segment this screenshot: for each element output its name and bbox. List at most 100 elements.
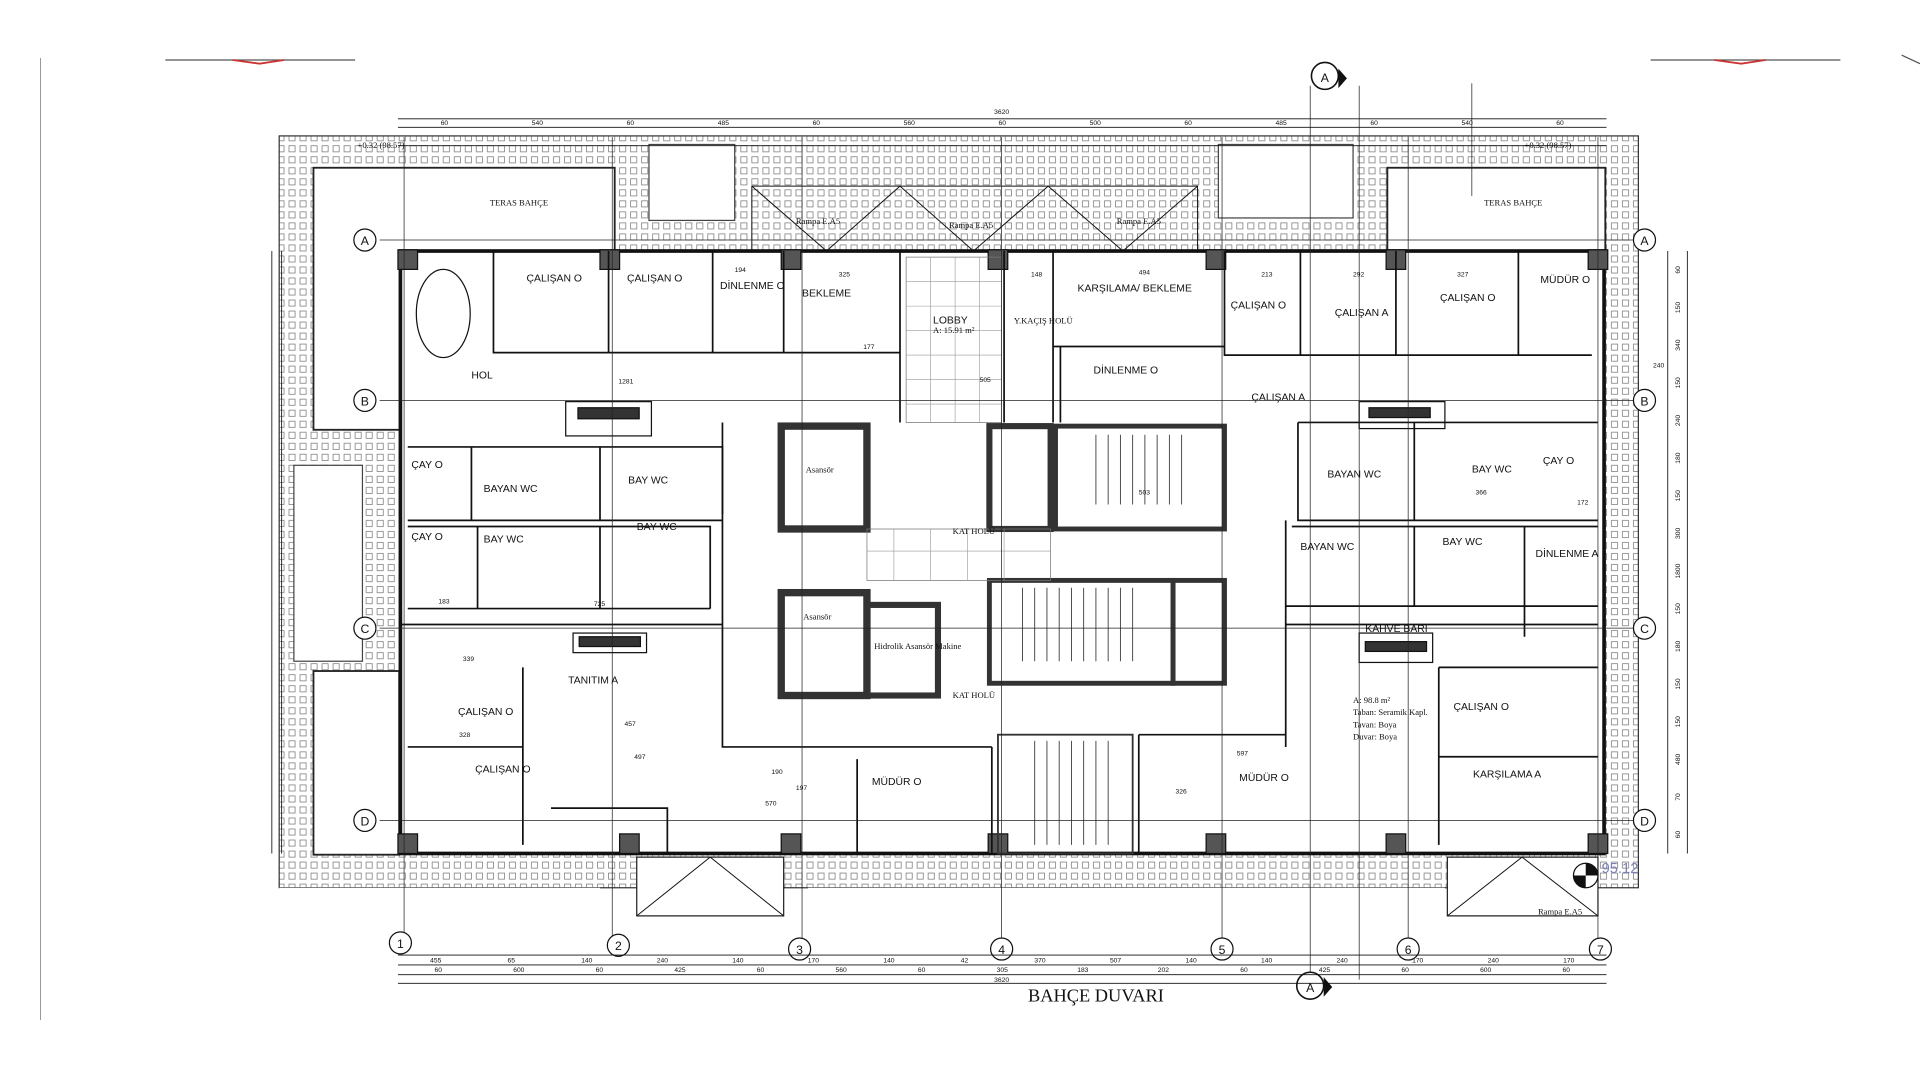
dimension-label: 150 [1675, 678, 1682, 689]
inner-dimension-label: 197 [796, 785, 807, 792]
room-bay-wc: BAY WC [628, 476, 669, 487]
room-kat-holu: KAT HOLÜ [953, 526, 995, 536]
dimension-label: 425 [1319, 967, 1330, 974]
room-karsilama-a: KARŞILAMA A [1473, 770, 1541, 781]
room-calisan-a: ÇALIŞAN A [1335, 308, 1389, 319]
room-bay-wc: BAY WC [484, 534, 525, 545]
dimension-label: 180 [1675, 641, 1682, 652]
dimension-label: 540 [532, 120, 543, 127]
room-asansor: Asansör [806, 465, 834, 475]
room-calisan-o: ÇALIŞAN O [1231, 301, 1286, 312]
room-labels: HOL ÇALIŞAN O ÇALIŞAN O DİNLENME O BEKLE… [411, 198, 1598, 917]
inner-dimension-label: 457 [624, 721, 635, 728]
dimension-label: 455 [430, 957, 441, 964]
area-note: A: 98.8 m² Taban: Seramik Kapl. Tavan: B… [1353, 695, 1428, 742]
inner-dimension-label: 240 [1653, 362, 1664, 369]
inner-dimension-label: 292 [1353, 272, 1364, 279]
area-value: A: 98.8 m² [1353, 695, 1390, 705]
room-dinlenme-o: DİNLENME O [1093, 363, 1158, 376]
room-tanitim-a: TANITIM A [568, 675, 618, 686]
dimension-label: 480 [1675, 753, 1682, 764]
inner-dimension-label: 725 [594, 601, 605, 608]
dimension-label: 202 [1158, 967, 1169, 974]
dimension-label: 60 [1401, 967, 1409, 974]
dimension-label: 60 [627, 120, 635, 127]
ceiling-finish: Tavan: Boya [1353, 719, 1397, 729]
inner-dimension-label: 497 [634, 754, 645, 761]
inner-dimension-label: 172 [1577, 499, 1588, 506]
ramp-label: Rampa E.A5 [1538, 907, 1582, 917]
dimension-label: 305 [997, 967, 1008, 974]
dimension-label: 183 [1077, 967, 1088, 974]
section-marker-top: A [1321, 71, 1330, 85]
terrace-paving [278, 135, 1639, 986]
dimension-label: 140 [732, 957, 743, 964]
dimension-label: 140 [1185, 957, 1196, 964]
meeting-table [415, 268, 471, 359]
side-dimension-labels: 6015034015024018015030018001501801501504… [1675, 266, 1682, 839]
dimension-label: 60 [1563, 967, 1571, 974]
sheet-corner-marks [165, 54, 1920, 65]
dimension-label: 540 [1461, 120, 1472, 127]
inner-dimension-label: 366 [1476, 490, 1487, 497]
dimension-label: 600 [1480, 967, 1491, 974]
grid-row-d-right: D [1640, 814, 1649, 828]
ramp-label: Rampa E.A5 [1117, 216, 1161, 226]
room-bay-wc: BAY WC [1442, 537, 1483, 548]
room-bayan-wc: BAYAN WC [1300, 542, 1354, 553]
inner-dimension-label: 570 [765, 801, 776, 808]
dimension-label: 150 [1675, 716, 1682, 727]
floor-finish: Taban: Seramik Kapl. [1353, 707, 1428, 717]
dimension-label: 240 [1488, 957, 1499, 964]
room-mudur-o: MÜDÜR O [872, 776, 922, 788]
dimension-label: 485 [1276, 120, 1287, 127]
dimension-label: 140 [581, 957, 592, 964]
grid-bubbles: A B C D A B C D 1 2 3 4 5 6 7 [353, 228, 1657, 961]
room-kahve-bari: KAHVE BARI [1365, 624, 1427, 635]
dimension-label: 170 [1563, 957, 1574, 964]
dimension-label: 560 [835, 967, 846, 974]
room-calisan-o: ÇALIŞAN O [627, 274, 682, 285]
room-karsilama-bekleme: KARŞILAMA/ BEKLEME [1078, 283, 1192, 294]
grid-col-4: 4 [998, 943, 1005, 957]
room-teras: TERAS BAHÇE [1484, 198, 1542, 208]
dimension-label: 300 [1675, 528, 1682, 539]
inner-dimension-label: 494 [1139, 269, 1150, 276]
dimension-label: 150 [1675, 490, 1682, 501]
spot-level: 95.12 [1602, 861, 1639, 877]
inner-dimension-label: 177 [863, 344, 874, 351]
dimension-label: 42 [961, 957, 969, 964]
drawing-title: BAHÇE DUVARI [1028, 986, 1164, 1006]
dimension-label: 370 [1034, 957, 1045, 964]
ramp-label: Rampa E.A5 [796, 216, 840, 226]
wall-finish: Duvar: Boya [1353, 732, 1397, 742]
room-lobby: LOBBY [933, 315, 968, 326]
dimension-label: 140 [883, 957, 894, 964]
room-cay-o: ÇAY O [1543, 456, 1574, 467]
room-cay-o: ÇAY O [411, 460, 442, 471]
grid-row-d-left: D [360, 814, 369, 828]
room-lobby-area: A: 15.91 m² [933, 325, 975, 335]
grid-col-3: 3 [796, 943, 803, 957]
interior-partitions [400, 251, 1598, 854]
dimension-label: 140 [1261, 957, 1272, 964]
room-teras: TERAS BAHÇE [490, 198, 548, 208]
room-calisan-o: ÇALIŞAN O [1440, 293, 1495, 304]
grid-row-c-left: C [360, 622, 369, 636]
grid-col-7: 7 [1597, 943, 1604, 957]
ramp-label: Rampa E.A5 [949, 220, 993, 230]
grid-row-b-left: B [361, 394, 369, 408]
dimension-label: 600 [513, 967, 524, 974]
room-bekleme: BEKLEME [802, 288, 851, 299]
room-dinlenme-o: DİNLENME O [720, 279, 785, 292]
inner-dimension-label: 183 [438, 599, 449, 606]
room-kat-holu: KAT HOLÜ [953, 690, 995, 700]
dimension-label: 60 [1240, 967, 1248, 974]
room-hidrolik-makine: Hidrolik Asansör Makine [874, 641, 961, 651]
structural-grid [379, 83, 1635, 980]
dimension-label: 60 [435, 967, 443, 974]
dimension-label: 60 [1675, 831, 1682, 839]
